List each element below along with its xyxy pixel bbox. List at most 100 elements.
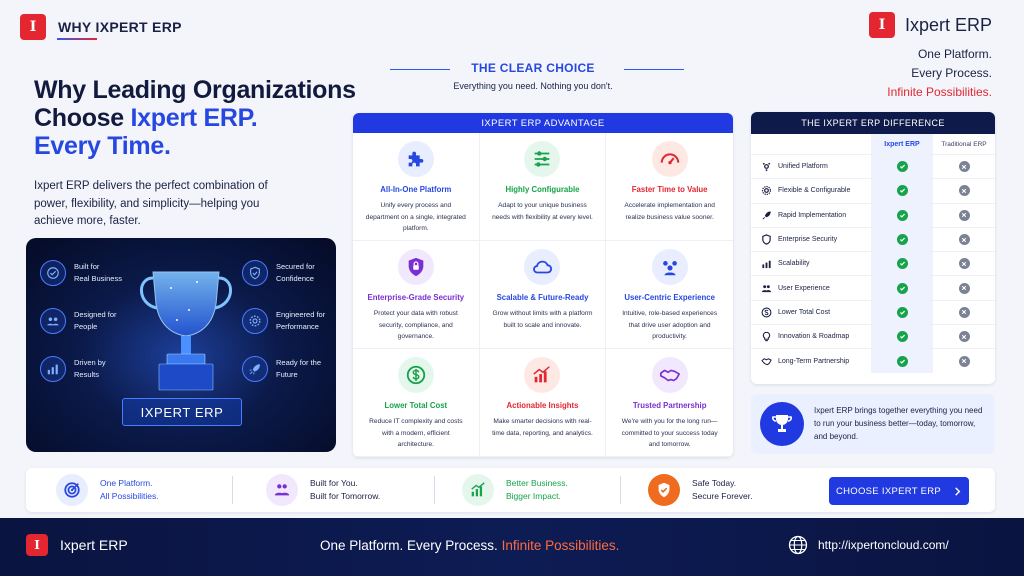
strip-item: One Platform.All Possibilities. <box>56 474 159 506</box>
advantage-card: All-In-One Platform Unify every process … <box>353 133 480 241</box>
section-tag-text: WHY IXPERT ERP <box>58 19 182 35</box>
growth-icon <box>762 261 771 269</box>
lock-icon <box>397 249 434 285</box>
dollar-icon <box>761 307 772 318</box>
x-icon <box>958 331 970 343</box>
advantage-card: Actionable Insights Make smarter decisio… <box>479 349 607 457</box>
footer: I Ixpert ERP One Platform. Every Process… <box>0 518 1024 576</box>
row-label: Unified Platform <box>751 161 871 172</box>
shield-icon <box>242 260 268 286</box>
globe-icon <box>788 535 808 555</box>
divider-line <box>624 69 684 70</box>
shield-check-icon <box>648 474 680 506</box>
summary-text: Ixpert ERP brings together everything yo… <box>814 406 983 441</box>
section-tag: I WHY IXPERT ERP <box>20 14 182 40</box>
target-icon <box>40 260 66 286</box>
x-icon <box>958 306 970 318</box>
advantage-card: Scalable & Future-Ready Grow without lim… <box>479 241 607 349</box>
target-icon <box>56 474 88 506</box>
choose-ixpert-button[interactable]: CHOOSE IXPERT ERP <box>829 477 969 505</box>
ixpert-logo-icon: I <box>20 14 46 40</box>
difference-table: THE IXPERT ERP DIFFERENCE Ixpert ERP Tra… <box>751 112 995 384</box>
gear-icon <box>242 308 268 334</box>
footer-brand[interactable]: I Ixpert ERP <box>26 534 128 556</box>
summary-callout: Ixpert ERP brings together everything yo… <box>751 394 995 454</box>
check-icon <box>896 161 908 173</box>
advantage-card: Enterprise-Grade Security Protect your d… <box>353 241 480 349</box>
brand-tagline: One Platform. Every Process. Infinite Po… <box>887 47 992 99</box>
people-icon <box>761 284 772 292</box>
footer-tagline: One Platform. Every Process. Infinite Po… <box>320 538 620 553</box>
advantage-card: Lower Total Cost Reduce IT complexity an… <box>353 349 480 457</box>
divider-line <box>390 69 450 70</box>
row-label: User Experience <box>751 283 871 294</box>
row-label: Lower Total Cost <box>751 307 871 318</box>
check-icon <box>896 355 908 367</box>
x-icon <box>958 355 970 367</box>
trophy-icon <box>140 271 232 391</box>
strip-item: Built for You.Built for Tomorrow. <box>266 474 380 506</box>
table-row: Flexible & Configurable <box>751 178 995 203</box>
people-icon <box>266 474 298 506</box>
advantage-panel: IXPERT ERP ADVANTAGE All-In-One Platform… <box>353 113 733 457</box>
hero-description: Ixpert ERP delivers the perfect combinat… <box>34 180 268 227</box>
row-label: Long-Term Partnership <box>751 356 871 367</box>
x-icon <box>958 234 970 246</box>
chart-icon <box>40 356 66 382</box>
check-icon <box>896 234 908 246</box>
strip-divider <box>620 476 621 504</box>
strip-divider <box>232 476 233 504</box>
row-label: Enterprise Security <box>751 234 871 245</box>
ixpert-logo-icon: I <box>26 534 48 556</box>
table-row: Enterprise Security <box>751 226 995 252</box>
table-row: Innovation & Roadmap <box>751 324 995 349</box>
row-label: Rapid Implementation <box>751 210 871 221</box>
speedometer-icon <box>651 141 688 177</box>
x-icon <box>958 209 970 221</box>
check-icon <box>896 258 908 270</box>
x-icon <box>958 258 970 270</box>
difference-heading: THE IXPERT ERP DIFFERENCE <box>751 112 995 134</box>
advantage-card: Trusted Partnership We're with you for t… <box>606 349 733 457</box>
check-icon <box>896 209 908 221</box>
chevron-right-icon <box>955 486 961 496</box>
handshake-icon <box>761 357 772 365</box>
dollar-icon <box>397 357 434 393</box>
table-row: Unified Platform <box>751 154 995 179</box>
hero-title: Why Leading Organizations Choose Ixpert … <box>34 76 356 160</box>
trophy-label: IXPERT ERP <box>122 398 242 426</box>
sliders-icon <box>524 141 561 177</box>
trophy-icon <box>760 402 804 446</box>
clear-choice-title: THE CLEAR CHOICE <box>471 61 595 75</box>
tag-underline <box>57 38 97 40</box>
advantage-card: Highly Configurable Adapt to your unique… <box>479 133 607 241</box>
rocket-icon <box>242 356 268 382</box>
advantage-heading: IXPERT ERP ADVANTAGE <box>353 113 733 133</box>
bar-chart-icon <box>524 357 561 393</box>
advantage-card: User-Centric Experience Intuitive, role-… <box>606 241 733 349</box>
network-icon <box>762 162 771 172</box>
shield-icon <box>762 234 771 245</box>
bulb-icon <box>762 332 771 342</box>
clear-choice-subtitle: Everything you need. Nothing you don't. <box>453 81 613 91</box>
users-icon <box>651 249 688 285</box>
row-label: Flexible & Configurable <box>751 185 871 196</box>
website-link[interactable]: http://ixpertoncloud.com/ <box>788 535 949 555</box>
check-icon <box>896 331 908 343</box>
brand-header[interactable]: I Ixpert ERP <box>868 12 992 38</box>
strip-divider <box>434 476 435 504</box>
advantage-card: Faster Time to Value Accelerate implemen… <box>606 133 733 241</box>
table-header-row: Ixpert ERP Traditional ERP <box>751 134 995 154</box>
growth-icon <box>462 474 494 506</box>
strip-item: Safe Today.Secure Forever. <box>648 474 752 506</box>
row-label: Innovation & Roadmap <box>751 331 871 342</box>
row-label: Scalability <box>751 258 871 269</box>
puzzle-icon <box>397 141 434 177</box>
table-row: Rapid Implementation <box>751 202 995 227</box>
check-icon <box>896 185 908 197</box>
x-icon <box>958 185 970 197</box>
x-icon <box>958 161 970 173</box>
